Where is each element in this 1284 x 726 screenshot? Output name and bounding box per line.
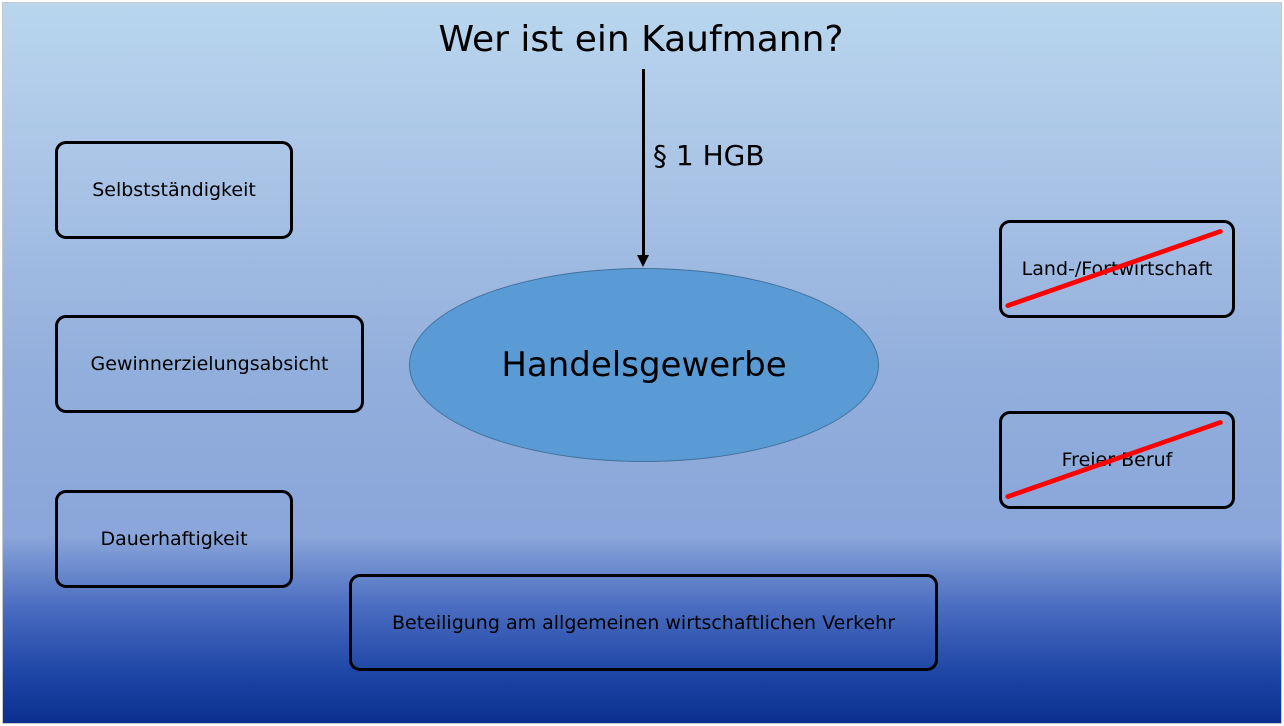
criterion-box-dauerhaftigkeit: Dauerhaftigkeit <box>55 490 293 588</box>
excluded-box-freier-beruf: Freier Beruf <box>999 411 1235 509</box>
center-label: Handelsgewerbe <box>501 345 787 385</box>
arrow-line <box>642 69 645 257</box>
excluded-box-land-forst: Land-/Fortwirtschaft <box>999 220 1235 318</box>
criterion-box-beteiligung: Beteiligung am allgemeinen wirtschaftlic… <box>349 574 938 671</box>
arrow-label: § 1 HGB <box>653 139 765 172</box>
criterion-box-selbststaendigkeit: Selbstständigkeit <box>55 141 293 239</box>
criterion-label: Dauerhaftigkeit <box>100 528 248 550</box>
excluded-label: Freier Beruf <box>1061 449 1173 471</box>
arrow-head <box>637 255 649 267</box>
criterion-label: Gewinnerzielungsabsicht <box>90 353 329 375</box>
criterion-box-gewinnerzielung: Gewinnerzielungsabsicht <box>55 315 364 413</box>
center-ellipse: Handelsgewerbe <box>409 268 879 462</box>
excluded-label: Land-/Fortwirtschaft <box>1021 258 1213 280</box>
criterion-label: Beteiligung am allgemeinen wirtschaftlic… <box>392 611 895 634</box>
slide-title: Wer ist ein Kaufmann? <box>438 19 844 60</box>
criterion-label: Selbstständigkeit <box>92 179 256 201</box>
